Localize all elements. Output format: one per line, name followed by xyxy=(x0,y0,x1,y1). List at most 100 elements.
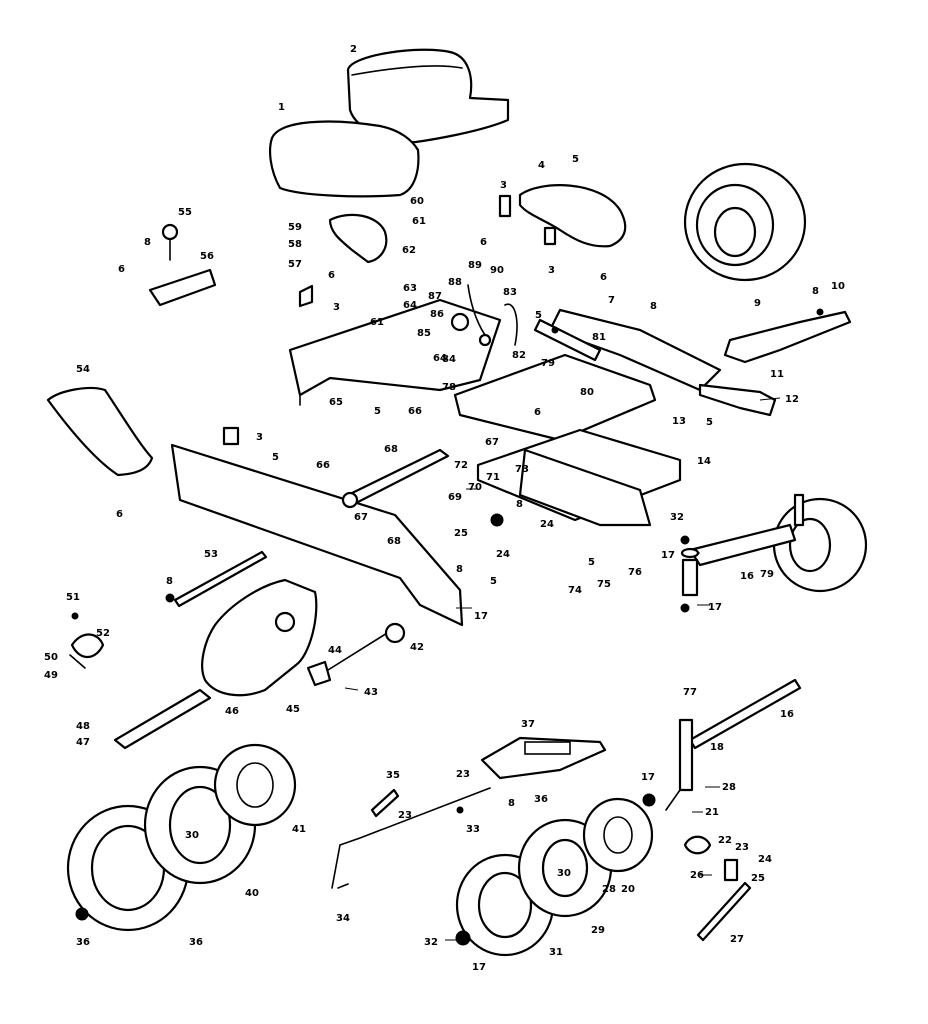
callout-label: 25 xyxy=(751,873,765,884)
callout-label: 4 xyxy=(538,160,545,171)
latch xyxy=(69,633,105,669)
callout-label: 7 xyxy=(608,295,615,306)
front-tire-upper xyxy=(683,162,807,282)
callout-label: 66 xyxy=(408,406,422,417)
callout-label: 24 xyxy=(496,549,510,560)
callout-label: 2 xyxy=(350,44,357,55)
callout-label: 6 xyxy=(118,264,125,275)
callout-label: 8 xyxy=(144,237,151,248)
callout-label: 55 xyxy=(178,207,192,218)
main-frame-rail xyxy=(170,443,652,627)
callout-label: 8 xyxy=(650,301,657,312)
spring xyxy=(370,788,400,818)
fender-cover xyxy=(518,184,627,248)
callout-label: 89 xyxy=(468,260,482,271)
callout-label: 40 xyxy=(245,888,259,899)
callout-label: 17 xyxy=(708,602,722,613)
callout-label: 54 xyxy=(76,364,90,375)
callout-label: 61 xyxy=(370,317,384,328)
callout-label: 9 xyxy=(754,298,761,309)
callout-label: 14 xyxy=(697,456,711,467)
axle-arm-12 xyxy=(698,383,777,417)
callout-label: 5 xyxy=(272,452,279,463)
callout-label: 5 xyxy=(588,557,595,568)
foot-plate xyxy=(480,736,607,780)
control-lever-assembly xyxy=(450,284,518,347)
callout-label: 88 xyxy=(448,277,462,288)
callout-label: 71 xyxy=(486,472,500,483)
callout-label: 18 xyxy=(710,742,724,753)
callout-label: 23 xyxy=(735,842,749,853)
callout-label: 67 xyxy=(485,437,499,448)
pedal-bracket xyxy=(328,213,388,264)
callout-label: 77 xyxy=(683,687,697,698)
callout-label: 27 xyxy=(730,934,744,945)
callout-label: 32 xyxy=(424,937,438,948)
callout-label: 68 xyxy=(387,536,401,547)
callout-label: 16 xyxy=(740,571,754,582)
callout-label: 32 xyxy=(670,512,684,523)
callout-label: 74 xyxy=(568,585,582,596)
callout-label: 30 xyxy=(185,830,199,841)
callout-label: 35 xyxy=(386,770,400,781)
callout-label: 76 xyxy=(628,567,642,578)
callout-label: 60 xyxy=(410,196,424,207)
callout-label: 44 xyxy=(328,645,342,656)
callout-label: 36 xyxy=(76,937,90,948)
callout-label: 34 xyxy=(336,913,350,924)
callout-label: 21 xyxy=(705,807,719,818)
callout-label: 8 xyxy=(166,576,173,587)
callout-label: 47 xyxy=(76,737,90,748)
callout-label: 41 xyxy=(292,824,306,835)
callout-label: 20 xyxy=(621,884,635,895)
callout-label: 36 xyxy=(189,937,203,948)
callout-label: 3 xyxy=(256,432,263,443)
callout-label: 67 xyxy=(354,512,368,523)
callout-label: 16 xyxy=(780,709,794,720)
callout-label: 23 xyxy=(456,769,470,780)
bracket-3c xyxy=(222,426,240,446)
callout-label: 24 xyxy=(758,854,772,865)
callout-label: 6 xyxy=(116,509,123,520)
callout-label: 58 xyxy=(288,239,302,250)
callout-label: 25 xyxy=(454,528,468,539)
callout-label: 73 xyxy=(515,464,529,475)
bracket-3d xyxy=(298,284,314,308)
callout-label: 81 xyxy=(592,332,606,343)
hardware xyxy=(71,308,824,946)
bracket-3b xyxy=(543,226,557,246)
callout-label: 31 xyxy=(549,947,563,958)
callout-label: 17 xyxy=(474,611,488,622)
callout-label: 43 xyxy=(364,687,378,698)
transaxle xyxy=(113,578,318,750)
callout-label: 90 xyxy=(490,265,504,276)
callout-label: 5 xyxy=(374,406,381,417)
callout-label: 56 xyxy=(200,251,214,262)
callout-label: 17 xyxy=(641,772,655,783)
callout-label: 80 xyxy=(580,387,594,398)
callout-label: 61 xyxy=(412,216,426,227)
callout-label: 3 xyxy=(548,265,555,276)
callout-label: 28 xyxy=(722,782,736,793)
upper-frame-plate xyxy=(288,298,502,406)
callout-label: 79 xyxy=(541,358,555,369)
lift-rod xyxy=(331,787,491,889)
callout-label: 49 xyxy=(44,670,58,681)
callout-label: 63 xyxy=(403,283,417,294)
tie-rod xyxy=(341,448,450,509)
callout-label: 24 xyxy=(540,519,554,530)
callout-label: 65 xyxy=(329,397,343,408)
steering-shaft xyxy=(665,678,802,811)
callout-label: 30 xyxy=(557,868,571,879)
callout-label: 72 xyxy=(454,460,468,471)
callout-label: 84 xyxy=(442,354,456,365)
callout-label: 28 xyxy=(602,884,616,895)
callout-label: 59 xyxy=(288,222,302,233)
callout-label: 50 xyxy=(44,652,58,663)
bracket-3a xyxy=(498,194,512,218)
callout-label: 36 xyxy=(534,794,548,805)
callout-label: 78 xyxy=(442,382,456,393)
callout-label: 17 xyxy=(661,550,675,561)
leader-lines xyxy=(344,397,781,941)
